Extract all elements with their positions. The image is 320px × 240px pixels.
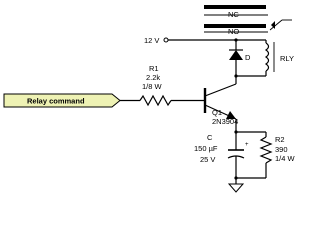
q1-emitter-arrow (226, 111, 236, 119)
r1-zigzag (139, 94, 172, 107)
cap-value: 150 µF (194, 144, 218, 153)
q1-ref: Q1 (212, 108, 222, 117)
input-label: Relay command (27, 97, 85, 106)
r1-value: 2.2k (146, 73, 160, 82)
r1-ref: R1 (149, 64, 159, 73)
capacitor-c: + C 150 µF 25 V (194, 132, 249, 184)
r1-power: 1/8 W (142, 82, 163, 91)
coil-winding (264, 42, 270, 72)
diode-d: D (229, 40, 251, 76)
ground-junction-dot (234, 176, 238, 180)
transistor-q1: Q1 2N3904 (203, 83, 238, 126)
ground-icon (227, 183, 245, 193)
input-tag (3, 93, 121, 108)
nc-label: NC (228, 10, 239, 19)
r2-ref: R2 (275, 135, 285, 144)
diode-label: D (245, 53, 251, 62)
supply-terminal (163, 37, 169, 43)
cap-voltage: 25 V (200, 155, 215, 164)
r2-value: 390 (275, 145, 288, 154)
cap-ref: C (207, 133, 213, 142)
ground-symbol (227, 183, 245, 193)
supply-rail: 12 V (144, 36, 266, 45)
relay-driver-schematic: NC NO 12 V D RLY Relay command (3, 5, 296, 193)
resistor-r2: R2 390 1/4 W (234, 132, 296, 180)
q1-part: 2N3904 (212, 117, 238, 126)
switch-pivot-arrow (271, 21, 275, 29)
resistor-r1: R1 2.2k 1/8 W (139, 64, 204, 107)
no-contact-bar (204, 24, 266, 28)
no-label: NO (228, 27, 239, 36)
r2-zigzag (259, 136, 273, 164)
relay-contact-switch: NC NO (204, 5, 292, 36)
relay-command-input: Relay command (3, 93, 140, 108)
relay-coil: RLY (234, 40, 294, 84)
diode-symbol (229, 50, 243, 60)
relay-label: RLY (280, 54, 294, 63)
supply-label: 12 V (144, 36, 159, 45)
emitter-node (234, 119, 266, 134)
q1-collector-lead (204, 83, 237, 97)
switch-arm (269, 19, 283, 31)
nc-contact-bar (204, 5, 266, 9)
r2-power: 1/4 W (275, 154, 296, 163)
cap-polarity: + (245, 142, 249, 148)
